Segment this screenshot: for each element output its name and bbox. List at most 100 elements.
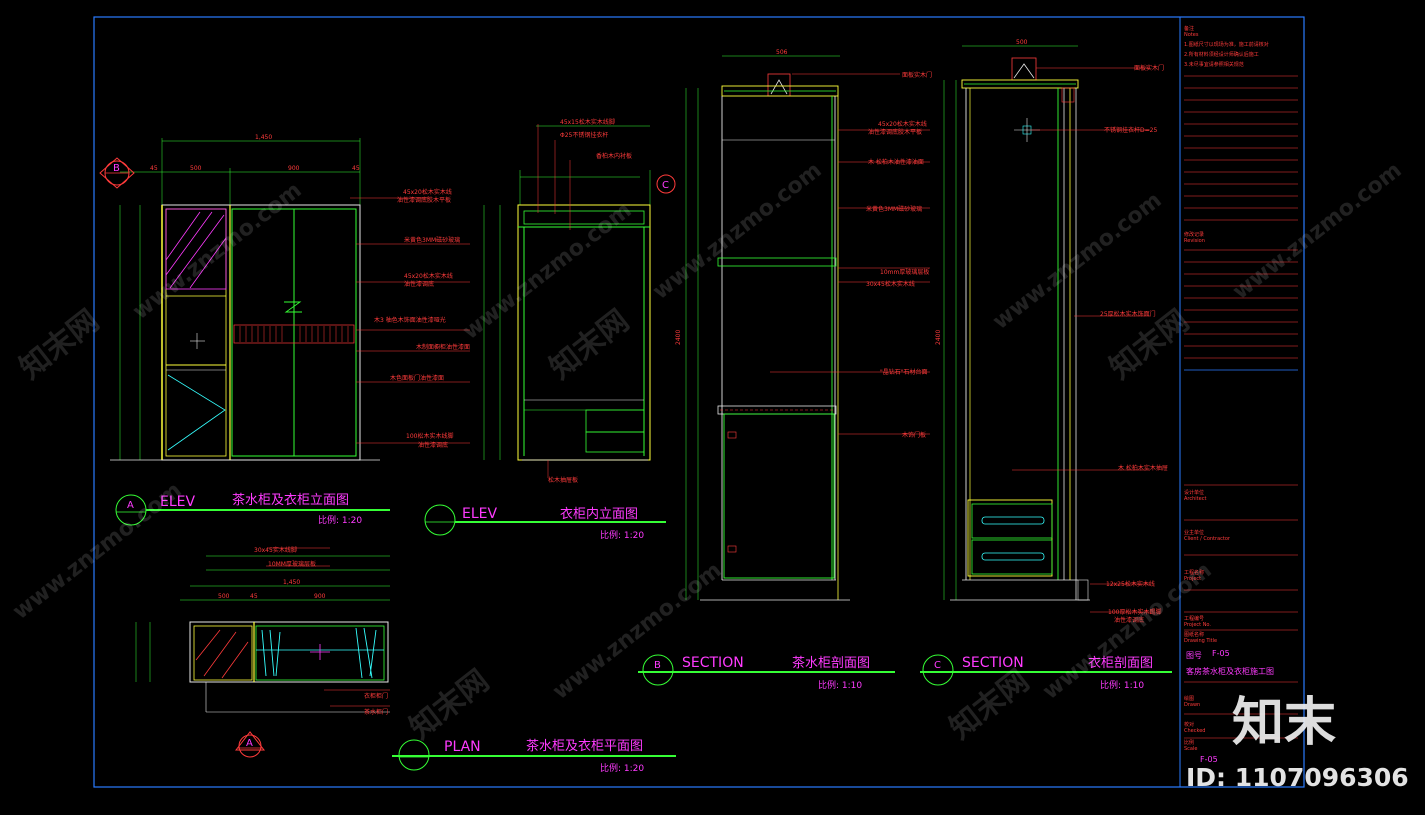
watermark-brand-4: 知末网: [403, 663, 495, 746]
dim-section-c-top: 500: [1016, 39, 1028, 46]
section-b-drawing: 506 2400 面板实木门 45: [675, 49, 932, 601]
title-elev-a: A ELEV 茶水柜及衣柜立面图 比例: 1:20: [115, 492, 390, 526]
title-elev-a-mark: A: [127, 500, 134, 511]
watermark-brand-5: 知末网: [943, 663, 1035, 746]
dim-section-c-height: 2400: [935, 330, 942, 345]
dim-section-b-top: 506: [776, 49, 788, 56]
watermark-id: ID: 1107096306: [1186, 763, 1409, 792]
title-section-c: C SECTION 衣柜剖面图 比例: 1:10: [920, 654, 1172, 691]
note-elev-a-4: 45x20松木实木线: [404, 272, 453, 280]
note-section-c-4: 木 松柏木实木抽屉: [1118, 464, 1168, 472]
title-plan-type: PLAN: [444, 739, 481, 755]
elevation-inner-drawing: 45x15松木实木线脚 Φ25不锈钢挂衣杆 香柏木内衬板 松木抽屉板 C: [483, 118, 676, 484]
note-elev-a-5: 油性漆调底: [404, 280, 434, 288]
callout-a: A: [234, 731, 266, 758]
tb-note-1: 1.图纸尺寸以现场为准，施工前请核对: [1184, 41, 1269, 48]
dim-elev-a-total: 1,450: [255, 134, 272, 141]
title-section-c-type: SECTION: [962, 655, 1024, 671]
note-section-c-5: 12x25松木实木线: [1106, 580, 1155, 588]
title-section-c-scale: 比例: 1:10: [1100, 679, 1144, 691]
note-section-b-5: 米黄色3MM磁砂玻璃: [866, 205, 922, 213]
note-section-b-7: 30x45松木实木线: [866, 280, 915, 288]
note-elev-a-6: 木3 柚色木饰面油性漆哑光: [374, 316, 446, 324]
title-section-b-type: SECTION: [682, 655, 744, 671]
note-elev-a-9: 100松木实木线脚: [406, 432, 453, 440]
watermark-domain-6: www.znzmo.com: [8, 478, 186, 625]
callout-b-label: B: [113, 163, 120, 174]
title-plan-scale: 比例: 1:20: [600, 762, 644, 774]
note-elev-b-2: Φ25不锈钢挂衣杆: [560, 131, 608, 139]
note-section-b-3: 油性漆调底胶木平板: [868, 128, 922, 136]
note-section-b-8: "晶钻石"石材台面: [880, 368, 928, 376]
title-section-c-name: 衣柜剖面图: [1088, 655, 1153, 671]
callout-a-label: A: [246, 738, 253, 749]
note-section-c-1: 面板实木门: [1134, 64, 1164, 72]
title-section-b-scale: 比例: 1:10: [818, 679, 862, 691]
note-plan-3: 衣柜柜门: [364, 692, 388, 700]
watermark-logo: 知末: [1232, 693, 1336, 753]
note-elev-b-3: 香柏木内衬板: [596, 152, 632, 160]
note-elev-a-7: 木制面橱柜油性漆面: [416, 343, 470, 351]
dim-elev-a-2: 500: [190, 165, 202, 172]
note-elev-b-1: 45x15松木实木线脚: [560, 118, 615, 126]
note-section-b-4: 木 松柏木油性漆油面: [868, 158, 924, 166]
tb-drawing-title: 客房茶水柜及衣柜施工图: [1186, 666, 1274, 676]
note-plan-4: 茶水柜门: [364, 708, 388, 716]
title-section-b-mark: B: [654, 660, 661, 671]
watermark-domain-1: www.znzmo.com: [128, 178, 306, 325]
title-elev-b-name: 衣柜内立面图: [560, 506, 638, 522]
note-section-c-6: 100厚松木实木踢脚: [1108, 608, 1161, 616]
note-section-b-6: 10mm厚玻璃层板: [880, 268, 929, 276]
note-elev-a-10: 油性漆调底: [418, 441, 448, 449]
title-elev-b-scale: 比例: 1:20: [600, 529, 644, 541]
drawing-border: [93, 16, 1305, 788]
title-section-b-name: 茶水柜剖面图: [792, 655, 870, 671]
dim-elev-a-1: 45: [150, 165, 158, 172]
note-elev-b-4: 松木抽屉板: [548, 476, 578, 484]
title-plan: PLAN 茶水柜及衣柜平面图 比例: 1:20: [392, 738, 676, 774]
tb-sheet-no: F-05: [1200, 755, 1218, 764]
note-section-c-7: 油性漆调底: [1114, 616, 1144, 624]
callout-c-elev: [656, 174, 676, 194]
title-section-b: B SECTION 茶水柜剖面图 比例: 1:10: [638, 654, 895, 691]
title-elev-b-type: ELEV: [462, 506, 497, 522]
title-elev-a-type: ELEV: [160, 494, 195, 510]
watermark-domain-7: www.znzmo.com: [548, 558, 726, 705]
note-section-b-2: 45x20松木实木线: [878, 120, 927, 128]
dim-plan-2: 45: [250, 593, 258, 600]
tb-note-2: 2.所有材料须经设计师确认后施工: [1184, 51, 1259, 58]
title-section-c-mark: C: [934, 660, 941, 671]
dim-plan-1: 500: [218, 593, 230, 600]
callout-b: B: [99, 157, 135, 189]
title-elev-a-scale: 比例: 1:20: [318, 514, 362, 526]
tb-note-3: 3.未尽事宜请参照相关规范: [1184, 61, 1244, 68]
dim-section-b-height: 2400: [675, 330, 682, 345]
note-elev-a-8: 木色面板门油性漆面: [390, 374, 444, 382]
title-elev-b: ELEV 衣柜内立面图 比例: 1:20: [424, 504, 666, 541]
note-elev-a-1: 45x20松木实木线: [403, 188, 452, 196]
plan-drawing: 1,450 500 45 900 30x45实木线脚 10MM厚玻璃层板 衣柜柜…: [135, 546, 390, 716]
note-plan-2: 10MM厚玻璃层板: [268, 560, 316, 568]
note-section-c-2: 不锈钢挂衣杆D=25: [1104, 126, 1157, 134]
title-elev-a-name: 茶水柜及衣柜立面图: [232, 492, 349, 508]
note-elev-a-3: 米黄色3MM磁砂玻璃: [404, 236, 460, 244]
dim-plan-3: 900: [314, 593, 326, 600]
note-section-c-3: 25厚松木实木饰面门: [1100, 310, 1156, 318]
watermark-domain-5: www.znzmo.com: [1228, 158, 1406, 305]
note-plan-1: 30x45实木线脚: [254, 546, 297, 554]
watermark-brand-2: 知末网: [543, 303, 635, 386]
tb-drawing-no: F-05: [1212, 649, 1230, 658]
callout-c-label: C: [662, 180, 669, 191]
watermark-brand-1: 知末网: [13, 303, 105, 386]
